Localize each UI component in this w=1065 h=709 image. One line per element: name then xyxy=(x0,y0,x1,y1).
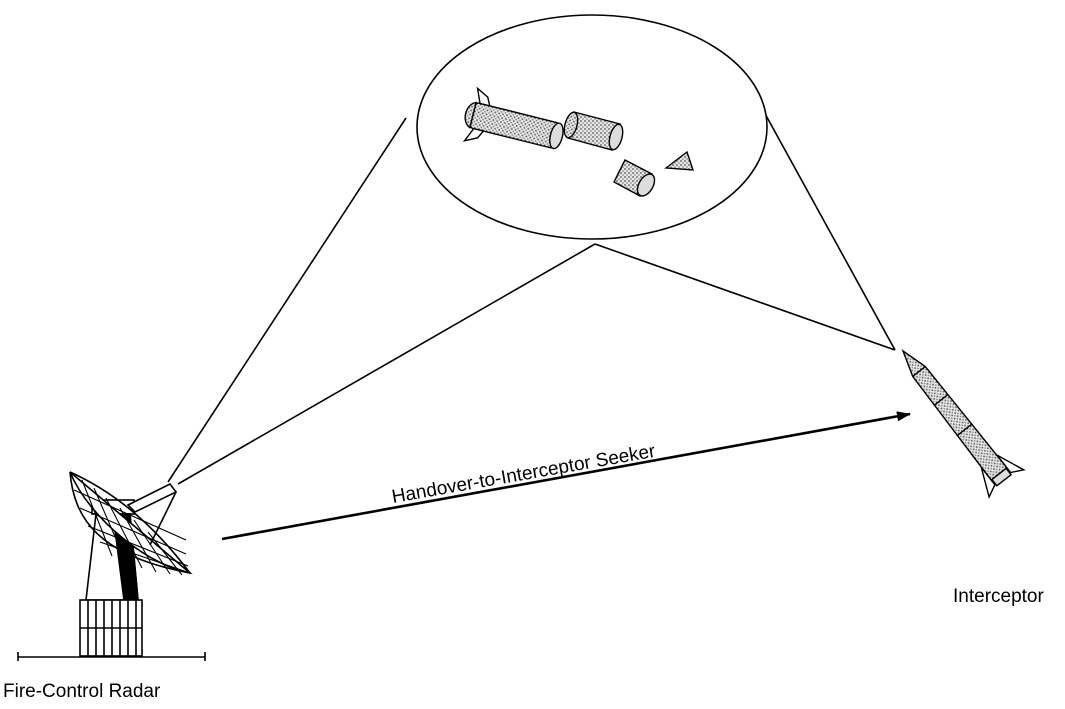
threat-cluster xyxy=(416,14,768,240)
interceptor-missile-icon xyxy=(901,349,1026,499)
threat-objects-icon xyxy=(462,86,694,197)
ellipse-bottom-to-interceptor-line xyxy=(594,243,896,351)
view-cone-lines xyxy=(167,109,896,485)
radar-dish xyxy=(69,471,193,576)
radar-to-ellipse-left-line xyxy=(167,117,407,483)
handover-arrow xyxy=(221,411,911,541)
handover-label: Handover-to-Interceptor Seeker xyxy=(390,441,657,508)
cylinder-segment xyxy=(563,111,624,151)
small-canister xyxy=(613,159,656,197)
ellipse-right-to-interceptor-line xyxy=(762,109,896,351)
radar-dish-icon xyxy=(17,471,206,661)
nose-cone xyxy=(664,150,694,171)
radar-label: Fire-Control Radar xyxy=(3,681,161,702)
radar-to-ellipse-bottom-line xyxy=(177,243,596,485)
interceptor-label: Interceptor xyxy=(953,586,1044,607)
booster-body xyxy=(462,86,564,150)
